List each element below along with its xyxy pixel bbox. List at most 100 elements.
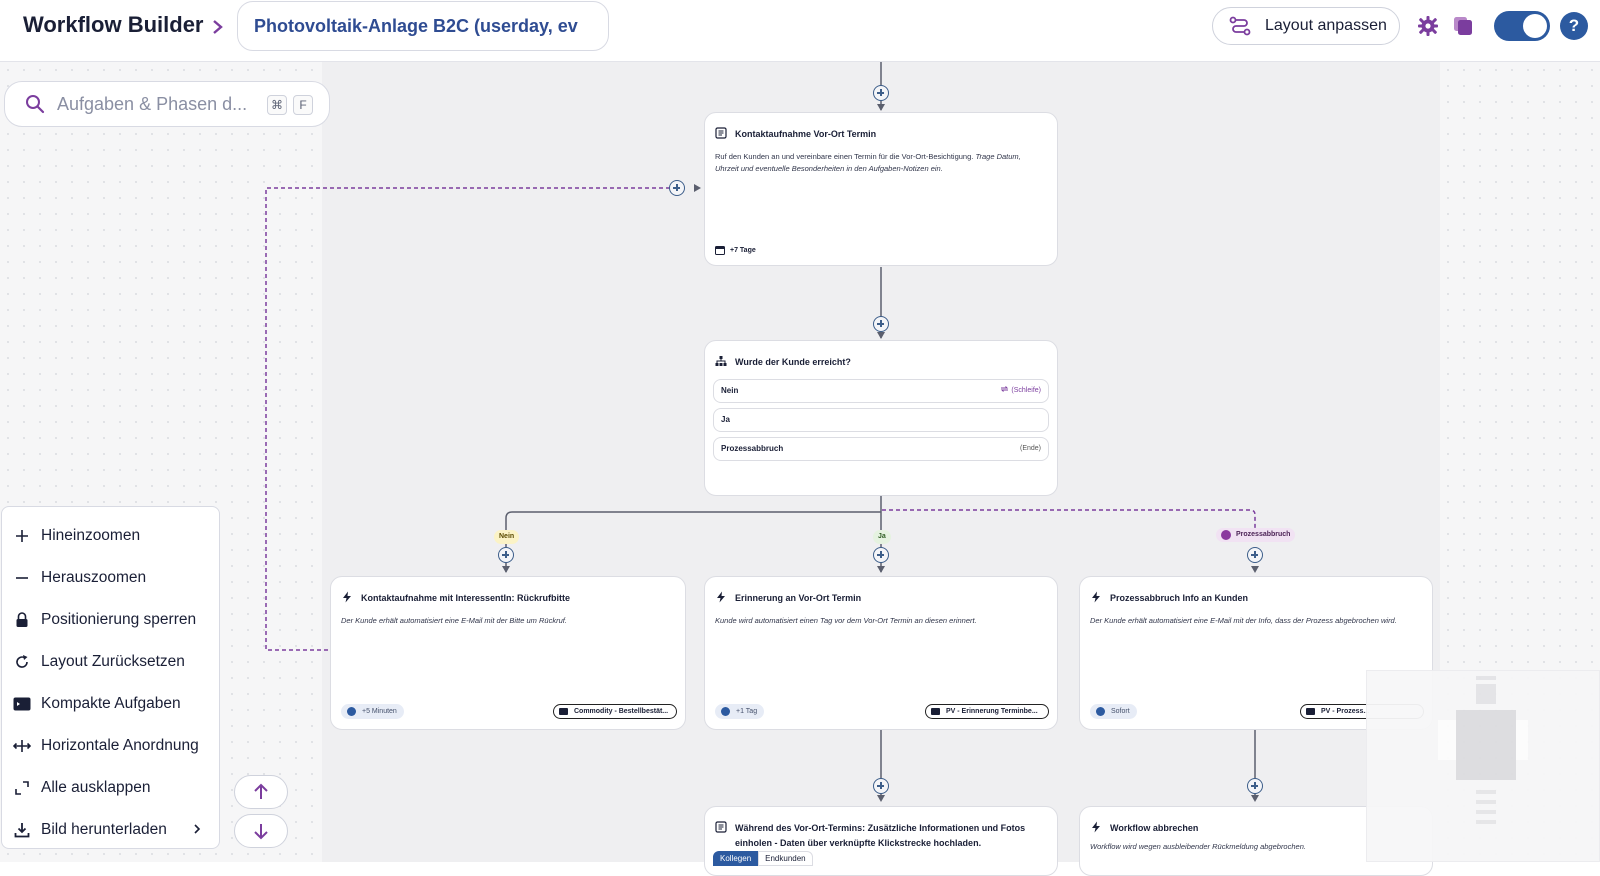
add-step-button[interactable]: [873, 547, 889, 563]
automation-node-erinnerung[interactable]: Erinnerung an Vor-Ort Termin Kunde wird …: [704, 576, 1058, 730]
seg-endkunden[interactable]: Endkunden: [758, 851, 813, 866]
add-step-button[interactable]: [498, 547, 514, 563]
desc-italic-text: Workflow wird wegen ausbleibender Rückme…: [1090, 842, 1306, 851]
delay-chip: +5 Minuten: [341, 704, 404, 719]
node-title: Wurde der Kunde erreicht?: [735, 357, 851, 367]
layout-adjust-button[interactable]: Layout anpassen: [1212, 7, 1400, 45]
add-step-button[interactable]: [1247, 547, 1263, 563]
route-icon: [1229, 16, 1251, 36]
scroll-down-button[interactable]: [234, 814, 288, 848]
shortcut-f-key: F: [293, 95, 313, 115]
tool-horizontal-arrange[interactable]: Horizontale Anordnung: [2, 725, 219, 767]
layers-icon[interactable]: [1452, 15, 1474, 37]
tool-expand-all[interactable]: Alle ausklappen: [2, 767, 219, 809]
tool-zoom-in[interactable]: Hineinzoomen: [2, 515, 219, 557]
edge-label-ja: Ja: [873, 530, 891, 544]
add-step-button[interactable]: [873, 316, 889, 332]
workflow-active-toggle[interactable]: [1494, 11, 1550, 41]
plus-icon: [13, 527, 31, 545]
task-list-icon: [715, 127, 727, 139]
arrow-up-icon: [254, 783, 268, 799]
delay-chip: +1 Tag: [715, 704, 765, 719]
email-template-chip[interactable]: PV - Erinnerung Terminbe...: [925, 704, 1049, 719]
chevron-right-icon: [213, 20, 223, 34]
delay-text: +5 Minuten: [362, 708, 397, 715]
task-node-vorort[interactable]: Während des Vor-Ort-Termins: Zusätzliche…: [704, 806, 1058, 876]
top-header: Workflow Builder Photovoltaik-Anlage B2C…: [0, 0, 1600, 62]
add-step-button[interactable]: [873, 85, 889, 101]
due-text: +7 Tage: [730, 246, 756, 254]
tool-label: Alle ausklappen: [41, 779, 151, 796]
due-date: +7 Tage: [715, 245, 756, 255]
add-step-button[interactable]: [669, 180, 685, 196]
node-title: Prozessabbruch Info an Kunden: [1110, 593, 1249, 603]
info-dot-icon: [1096, 707, 1105, 716]
task-search[interactable]: Aufgaben & Phasen d... ⌘ F: [4, 81, 330, 127]
gear-icon[interactable]: [1417, 15, 1439, 37]
branch-option-nein[interactable]: Nein (Schleife): [713, 379, 1049, 403]
node-description: Workflow wird wegen ausbleibender Rückme…: [1090, 841, 1418, 853]
minus-icon: [13, 569, 31, 587]
tool-label: Hineinzoomen: [41, 527, 141, 544]
desc-text: Ruf den Kunden an und vereinbare einen T…: [715, 152, 974, 161]
seg-kollegen[interactable]: Kollegen: [713, 851, 759, 866]
delay-chip: Sofort: [1090, 704, 1137, 719]
minimap[interactable]: [1366, 670, 1600, 862]
tool-download-image[interactable]: Bild herunterladen: [2, 809, 219, 851]
branch-option-ja[interactable]: Ja: [713, 408, 1049, 432]
task-node-kontaktaufnahme[interactable]: Kontaktaufnahme Vor-Ort Termin Ruf den K…: [704, 112, 1058, 266]
tool-label: Bild herunterladen: [41, 821, 167, 838]
loop-icon: [1001, 386, 1009, 392]
desc-italic-text: Kunde wird automatisiert einen Tag vor d…: [715, 616, 977, 625]
help-button[interactable]: ?: [1560, 12, 1588, 40]
tool-zoom-out[interactable]: Herauszoomen: [2, 557, 219, 599]
edge-label-text: Prozessabbruch: [1236, 531, 1291, 538]
automation-node-rueckruf[interactable]: Kontaktaufnahme mit InteressentIn: Rückr…: [330, 576, 686, 730]
toggle-knob: [1523, 14, 1547, 38]
layout-button-label: Layout anpassen: [1265, 17, 1387, 34]
decision-node[interactable]: Wurde der Kunde erreicht? Nein (Schleife…: [704, 340, 1058, 496]
branch-label: Ja: [721, 415, 730, 424]
envelope-icon: [559, 708, 568, 715]
branch-tag-text: (Schleife): [1011, 387, 1041, 394]
template-text: Commodity - Bestellbestät...: [574, 708, 669, 715]
search-input[interactable]: Aufgaben & Phasen d...: [57, 93, 248, 114]
info-dot-icon: [721, 707, 730, 716]
branch-label: Prozessabbruch: [721, 444, 784, 453]
node-title: Erinnerung an Vor-Ort Termin: [735, 593, 862, 603]
expand-all-icon: [13, 779, 31, 797]
chevron-right-icon: [194, 824, 201, 834]
add-step-button[interactable]: [1247, 778, 1263, 794]
branch-option-prozessabbruch[interactable]: Prozessabbruch (Ende): [713, 437, 1049, 461]
template-text: PV - Prozess...: [1321, 708, 1370, 715]
desc-italic-text: Trage Datum, Uhrzeit und eventuelle Beso…: [715, 152, 1021, 173]
node-title: Kontaktaufnahme mit InteressentIn: Rückr…: [361, 593, 571, 603]
scroll-up-button[interactable]: [234, 775, 288, 809]
node-description: Kunde wird automatisiert einen Tag vor d…: [715, 615, 1043, 627]
workflow-name-input[interactable]: Photovoltaik-Anlage B2C (userday, ev: [237, 1, 609, 51]
arrow-down-icon: [254, 824, 268, 840]
branch-tag-end: (Ende): [1019, 445, 1041, 452]
delay-text: Sofort: [1111, 708, 1130, 715]
branch-tag-loop: (Schleife): [1000, 380, 1041, 402]
info-dot-icon: [347, 707, 356, 716]
task-list-icon: [715, 821, 727, 833]
minimap-preview: [1438, 676, 1528, 824]
app-title[interactable]: Workflow Builder: [23, 12, 204, 37]
envelope-icon: [1306, 708, 1315, 715]
assignee-segmented-control[interactable]: Kollegen Endkunden: [713, 851, 813, 866]
tool-lock-position[interactable]: Positionierung sperren: [2, 599, 219, 641]
search-icon: [26, 95, 45, 114]
tool-label: Positionierung sperren: [41, 611, 197, 628]
tool-label: Layout Zurücksetzen: [41, 653, 185, 670]
email-template-chip[interactable]: Commodity - Bestellbestät...: [553, 704, 677, 719]
tool-compact-tasks[interactable]: Kompakte Aufgaben: [2, 683, 219, 725]
add-step-button[interactable]: [873, 778, 889, 794]
tool-label: Herauszoomen: [41, 569, 147, 586]
node-description: Der Kunde erhält automatisiert eine E-Ma…: [341, 615, 671, 627]
node-title: Workflow abbrechen: [1110, 823, 1199, 833]
download-icon: [13, 821, 31, 839]
lock-icon: [13, 611, 31, 629]
tool-reset-layout[interactable]: Layout Zurücksetzen: [2, 641, 219, 683]
node-description: Ruf den Kunden an und vereinbare einen T…: [715, 151, 1043, 175]
